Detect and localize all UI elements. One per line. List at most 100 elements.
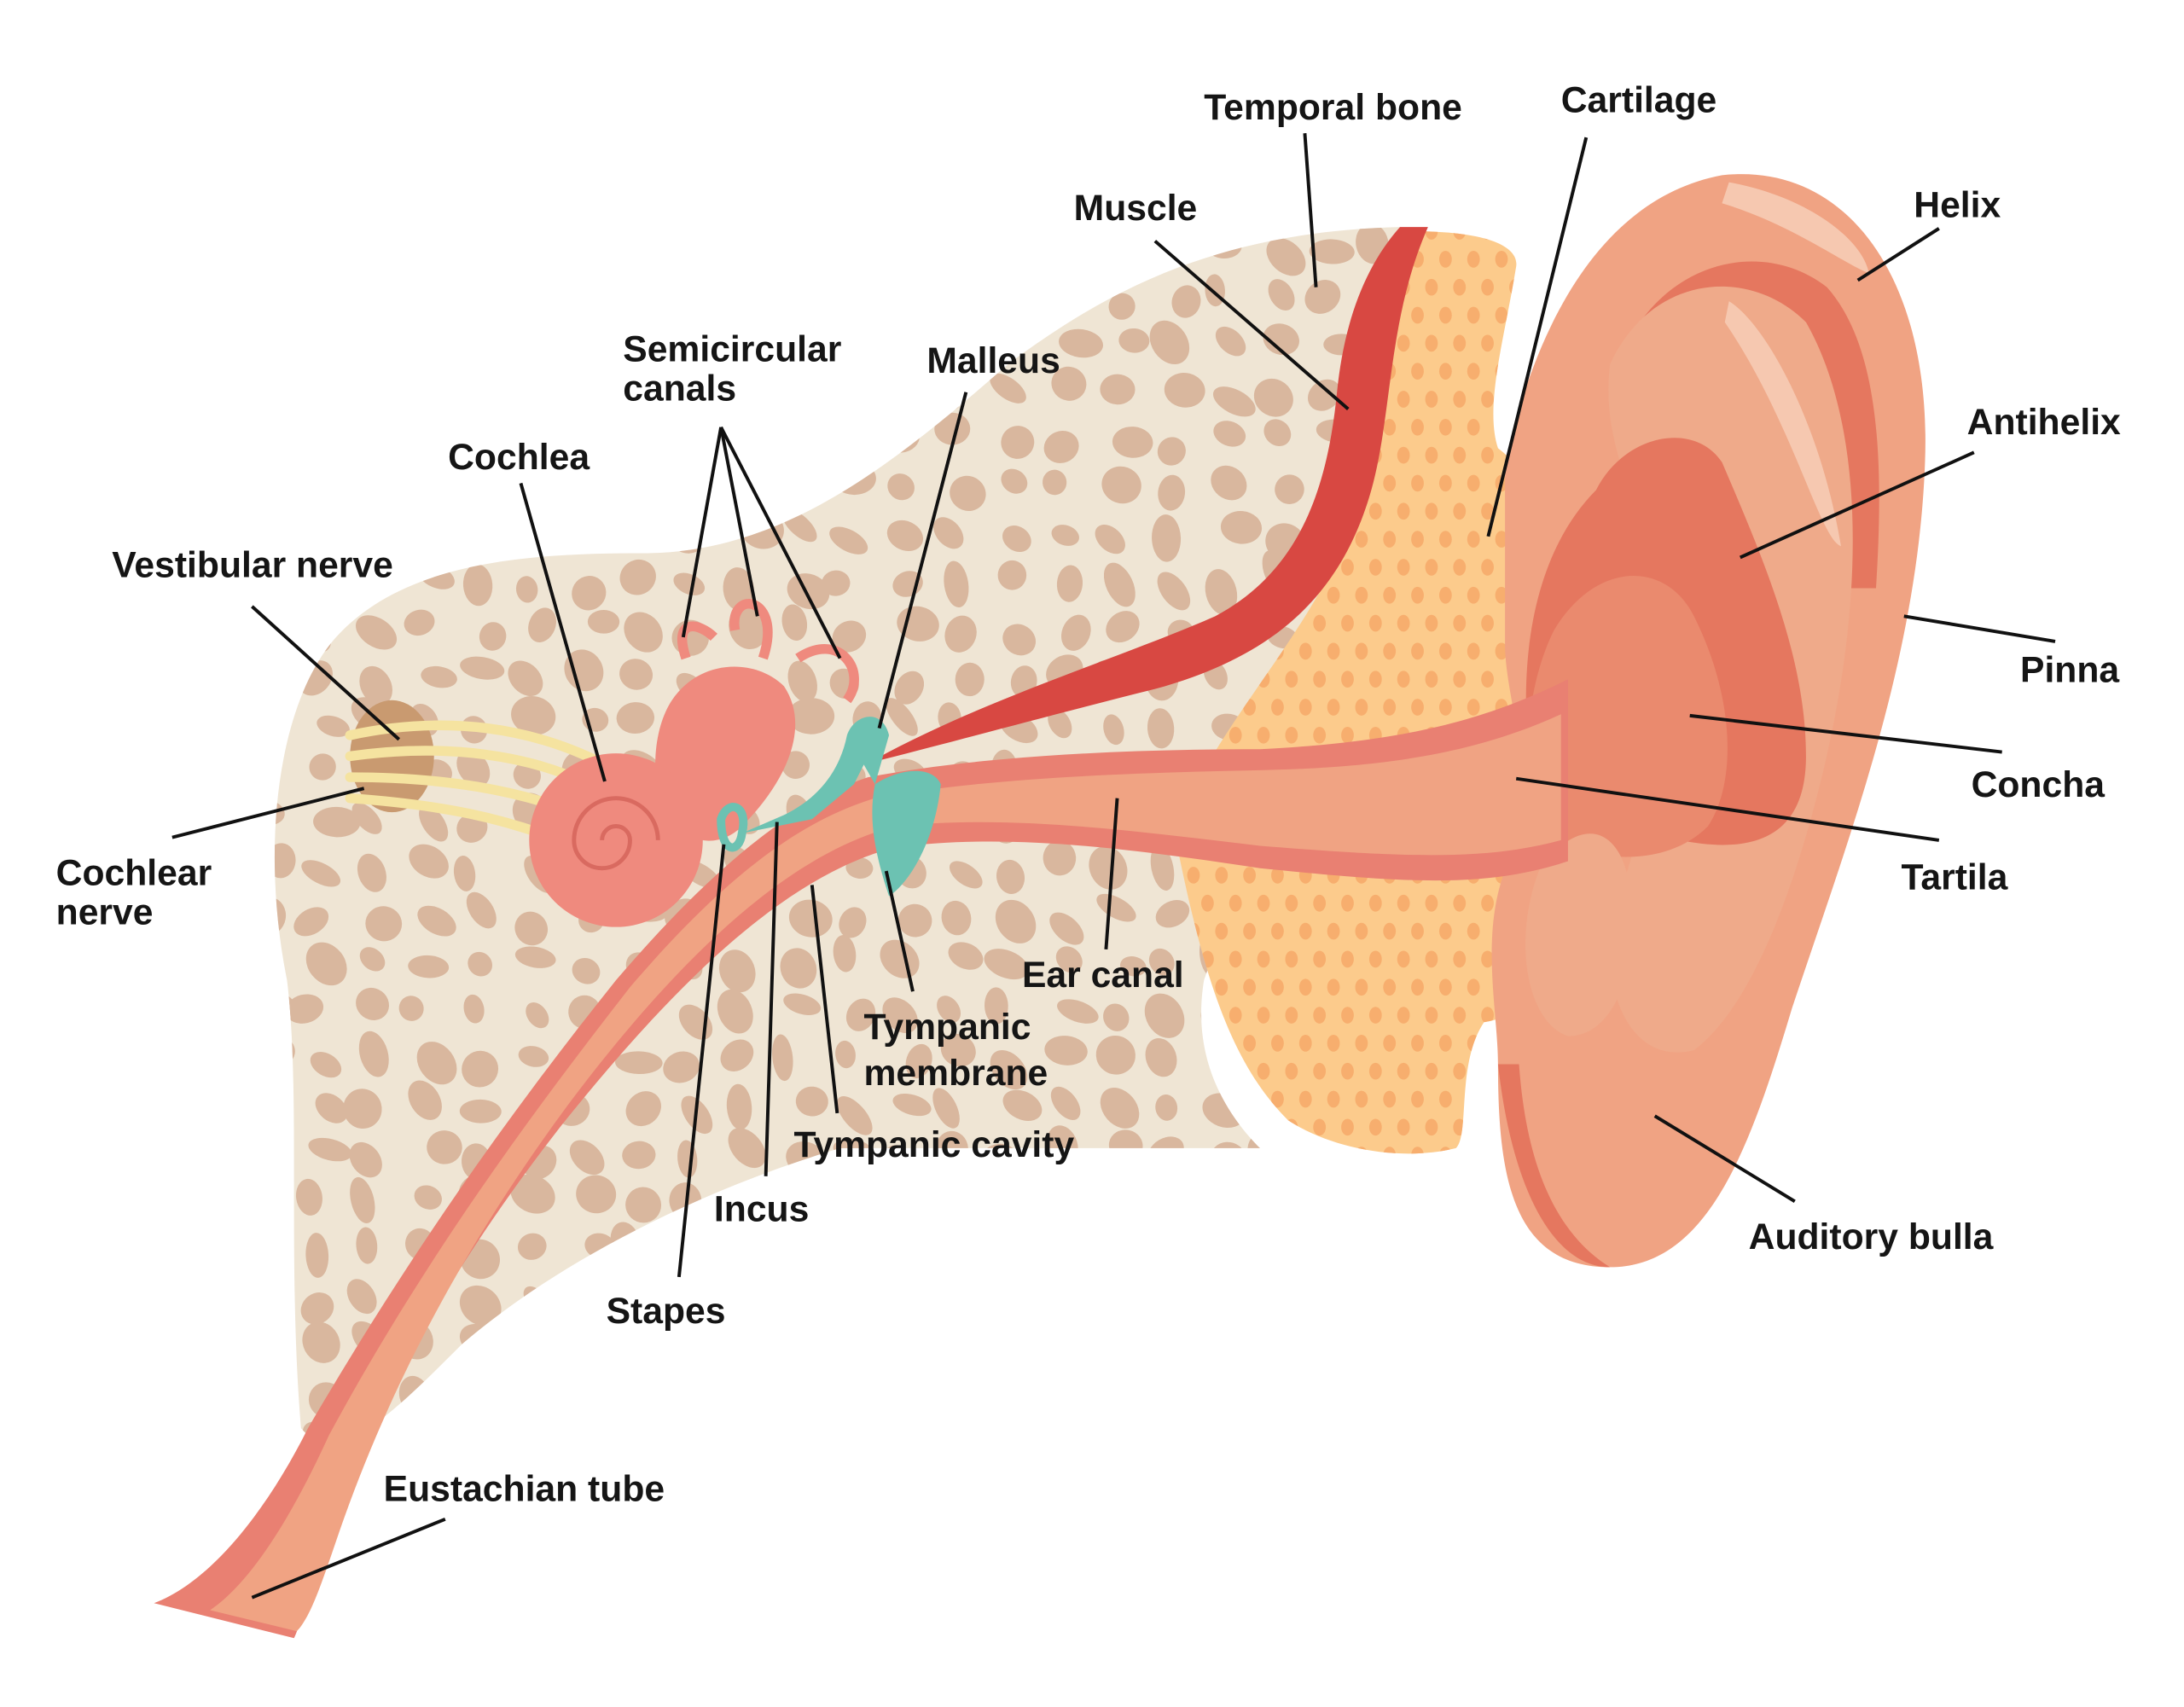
bone-pore xyxy=(274,1100,282,1129)
bone-pore xyxy=(898,238,932,270)
bone-pore xyxy=(1158,474,1186,511)
bone-pore xyxy=(829,1183,861,1224)
bone-pore xyxy=(1376,1282,1401,1309)
bone-pore xyxy=(994,237,1030,269)
cartilage-dot xyxy=(1438,642,1452,660)
cartilage-dot xyxy=(1257,1118,1270,1136)
bone-pore xyxy=(1157,437,1186,466)
cartilage-dot xyxy=(1383,586,1397,604)
bone-pore xyxy=(462,1050,499,1088)
bone-pore xyxy=(625,282,648,316)
bone-pore xyxy=(572,1423,604,1443)
bone-pore xyxy=(874,1321,913,1360)
bone-pore xyxy=(305,942,347,986)
bone-pore xyxy=(941,1189,981,1211)
cartilage-dot xyxy=(1438,251,1452,268)
cartilage-dot xyxy=(1215,922,1228,940)
bone-pore xyxy=(996,859,1025,894)
bone-pore xyxy=(717,989,753,1034)
label-ear-canal: Ear canal xyxy=(1022,955,1184,996)
bone-pore xyxy=(1051,366,1087,401)
bone-pore xyxy=(932,1088,960,1129)
bone-pore xyxy=(358,1031,389,1077)
bone-pore xyxy=(298,433,323,464)
bone-pore xyxy=(1108,293,1136,320)
bone-pore xyxy=(301,860,341,887)
cartilage-dot xyxy=(1257,1062,1270,1080)
bone-pore xyxy=(300,1292,334,1325)
bone-pore xyxy=(781,469,807,508)
bone-pore xyxy=(406,235,436,264)
bone-pore xyxy=(369,375,408,414)
cartilage-dot xyxy=(1298,1090,1312,1108)
cartilage-dot xyxy=(1341,894,1354,912)
cartilage-dot xyxy=(1228,950,1242,968)
bone-pore xyxy=(365,906,403,942)
bone-pore xyxy=(1001,426,1035,459)
bone-pore xyxy=(1246,1317,1282,1362)
bone-pore xyxy=(1043,430,1079,463)
bone-pore xyxy=(779,282,815,314)
bone-pore xyxy=(669,479,694,508)
bone-pore xyxy=(892,1093,932,1117)
bone-pore xyxy=(459,1099,502,1123)
bone-pore xyxy=(887,473,915,501)
cartilage-dot xyxy=(1425,1062,1438,1080)
bone-pore xyxy=(1316,1280,1360,1306)
bone-pore xyxy=(953,238,988,264)
cartilage-dot xyxy=(1438,699,1452,716)
bone-pore xyxy=(729,1338,757,1373)
cartilage-dot xyxy=(1368,894,1382,912)
cartilage-dot xyxy=(1397,950,1410,968)
cartilage-dot xyxy=(1481,231,1494,240)
bone-pore xyxy=(529,1415,559,1443)
bone-pore xyxy=(726,1083,752,1130)
cartilage-dot xyxy=(1327,586,1340,604)
cartilage-dot xyxy=(1397,559,1410,576)
bone-pore xyxy=(412,326,443,354)
bone-pore xyxy=(1095,1035,1136,1075)
cartilage-dot xyxy=(1438,306,1452,324)
bone-pore xyxy=(564,649,604,692)
cartilage-dot xyxy=(1355,1147,1368,1154)
bone-pore xyxy=(624,419,660,456)
bone-pore xyxy=(419,804,449,842)
bone-pore xyxy=(274,950,276,984)
bone-pore xyxy=(1310,1228,1335,1259)
bone-pore xyxy=(615,1051,663,1075)
bone-pore xyxy=(1103,562,1136,607)
bone-pore xyxy=(788,899,833,938)
bone-pore xyxy=(510,1174,555,1214)
cartilage-dot xyxy=(1453,614,1467,632)
bone-pore xyxy=(1145,1038,1177,1077)
bone-pore xyxy=(454,375,481,412)
bone-pore xyxy=(998,1185,1039,1218)
bone-pore xyxy=(619,1362,649,1405)
cartilage-dot xyxy=(1565,223,1578,240)
bone-pore xyxy=(1048,1236,1082,1272)
cartilage-dot xyxy=(1285,1118,1298,1136)
cartilage-dot xyxy=(1257,894,1270,912)
cartilage-dot xyxy=(1313,1007,1327,1024)
bone-pore xyxy=(421,665,457,688)
label-helix: Helix xyxy=(1914,185,2001,226)
bone-pore xyxy=(1253,378,1293,417)
cartilage-dot xyxy=(1411,978,1424,996)
bone-pore xyxy=(938,1283,966,1322)
bone-pore xyxy=(1048,708,1072,739)
cartilage-dot xyxy=(1453,391,1467,408)
bone-pore xyxy=(1268,279,1295,311)
bone-pore xyxy=(512,1376,539,1402)
cartilage-dot xyxy=(1495,306,1508,324)
cartilage-dot xyxy=(1467,418,1480,436)
bone-pore xyxy=(1155,1094,1178,1121)
cartilage-dot xyxy=(1425,446,1438,464)
bone-pore xyxy=(822,1224,849,1268)
cartilage-dot xyxy=(1383,418,1397,436)
bone-pore xyxy=(787,660,817,703)
bone-pore xyxy=(464,273,499,303)
cartilage-dot xyxy=(1243,978,1256,996)
cartilage-dot xyxy=(1453,671,1467,688)
bone-pore xyxy=(1002,1089,1043,1121)
